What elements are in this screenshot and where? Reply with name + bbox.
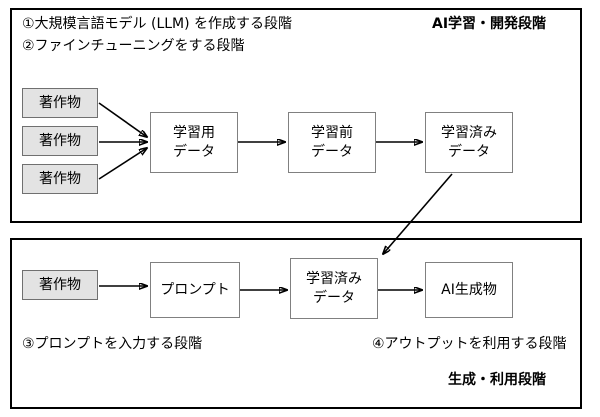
node-label: AI生成物 [441, 281, 497, 298]
node-ai-output: AI生成物 [425, 262, 513, 318]
node-label-line1: 学習済み [441, 124, 497, 141]
node-copyrighted-work-3: 著作物 [22, 164, 98, 194]
node-label: プロンプト [160, 281, 230, 298]
node-copyrighted-work-2: 著作物 [22, 126, 98, 156]
node-label-line1: 学習用 [173, 124, 215, 141]
node-copyrighted-work-1: 著作物 [22, 88, 98, 118]
learning-phase-title: AI学習・開発段階 [432, 16, 547, 32]
stage-1-label: ①大規模言語モデル (LLM) を作成する段階 [22, 16, 293, 32]
node-trained-data-lower: 学習済み データ [290, 258, 378, 319]
node-training-data: 学習用 データ [150, 112, 238, 173]
stage-3-label: ③プロンプトを入力する段階 [22, 336, 203, 352]
node-label-line1: 学習済み [306, 270, 362, 287]
node-label-line2: データ [313, 289, 355, 306]
node-label-line2: データ [173, 143, 215, 160]
node-label-line2: データ [448, 143, 490, 160]
node-label: 著作物 [39, 170, 81, 187]
node-label-line2: データ [311, 143, 353, 160]
node-prompt: プロンプト [150, 262, 240, 318]
stage-4-label: ④アウトプットを利用する段階 [372, 336, 567, 352]
stage-2-label: ②ファインチューニングをする段階 [22, 38, 245, 54]
node-copyrighted-work-4: 著作物 [22, 270, 98, 300]
node-label: 著作物 [39, 94, 81, 111]
usage-phase-title: 生成・利用段階 [448, 372, 546, 388]
node-label: 著作物 [39, 276, 81, 293]
node-trained-data-upper: 学習済み データ [425, 112, 513, 173]
node-label-line1: 学習前 [311, 124, 353, 141]
node-pretraining-data: 学習前 データ [288, 112, 376, 173]
node-label: 著作物 [39, 132, 81, 149]
